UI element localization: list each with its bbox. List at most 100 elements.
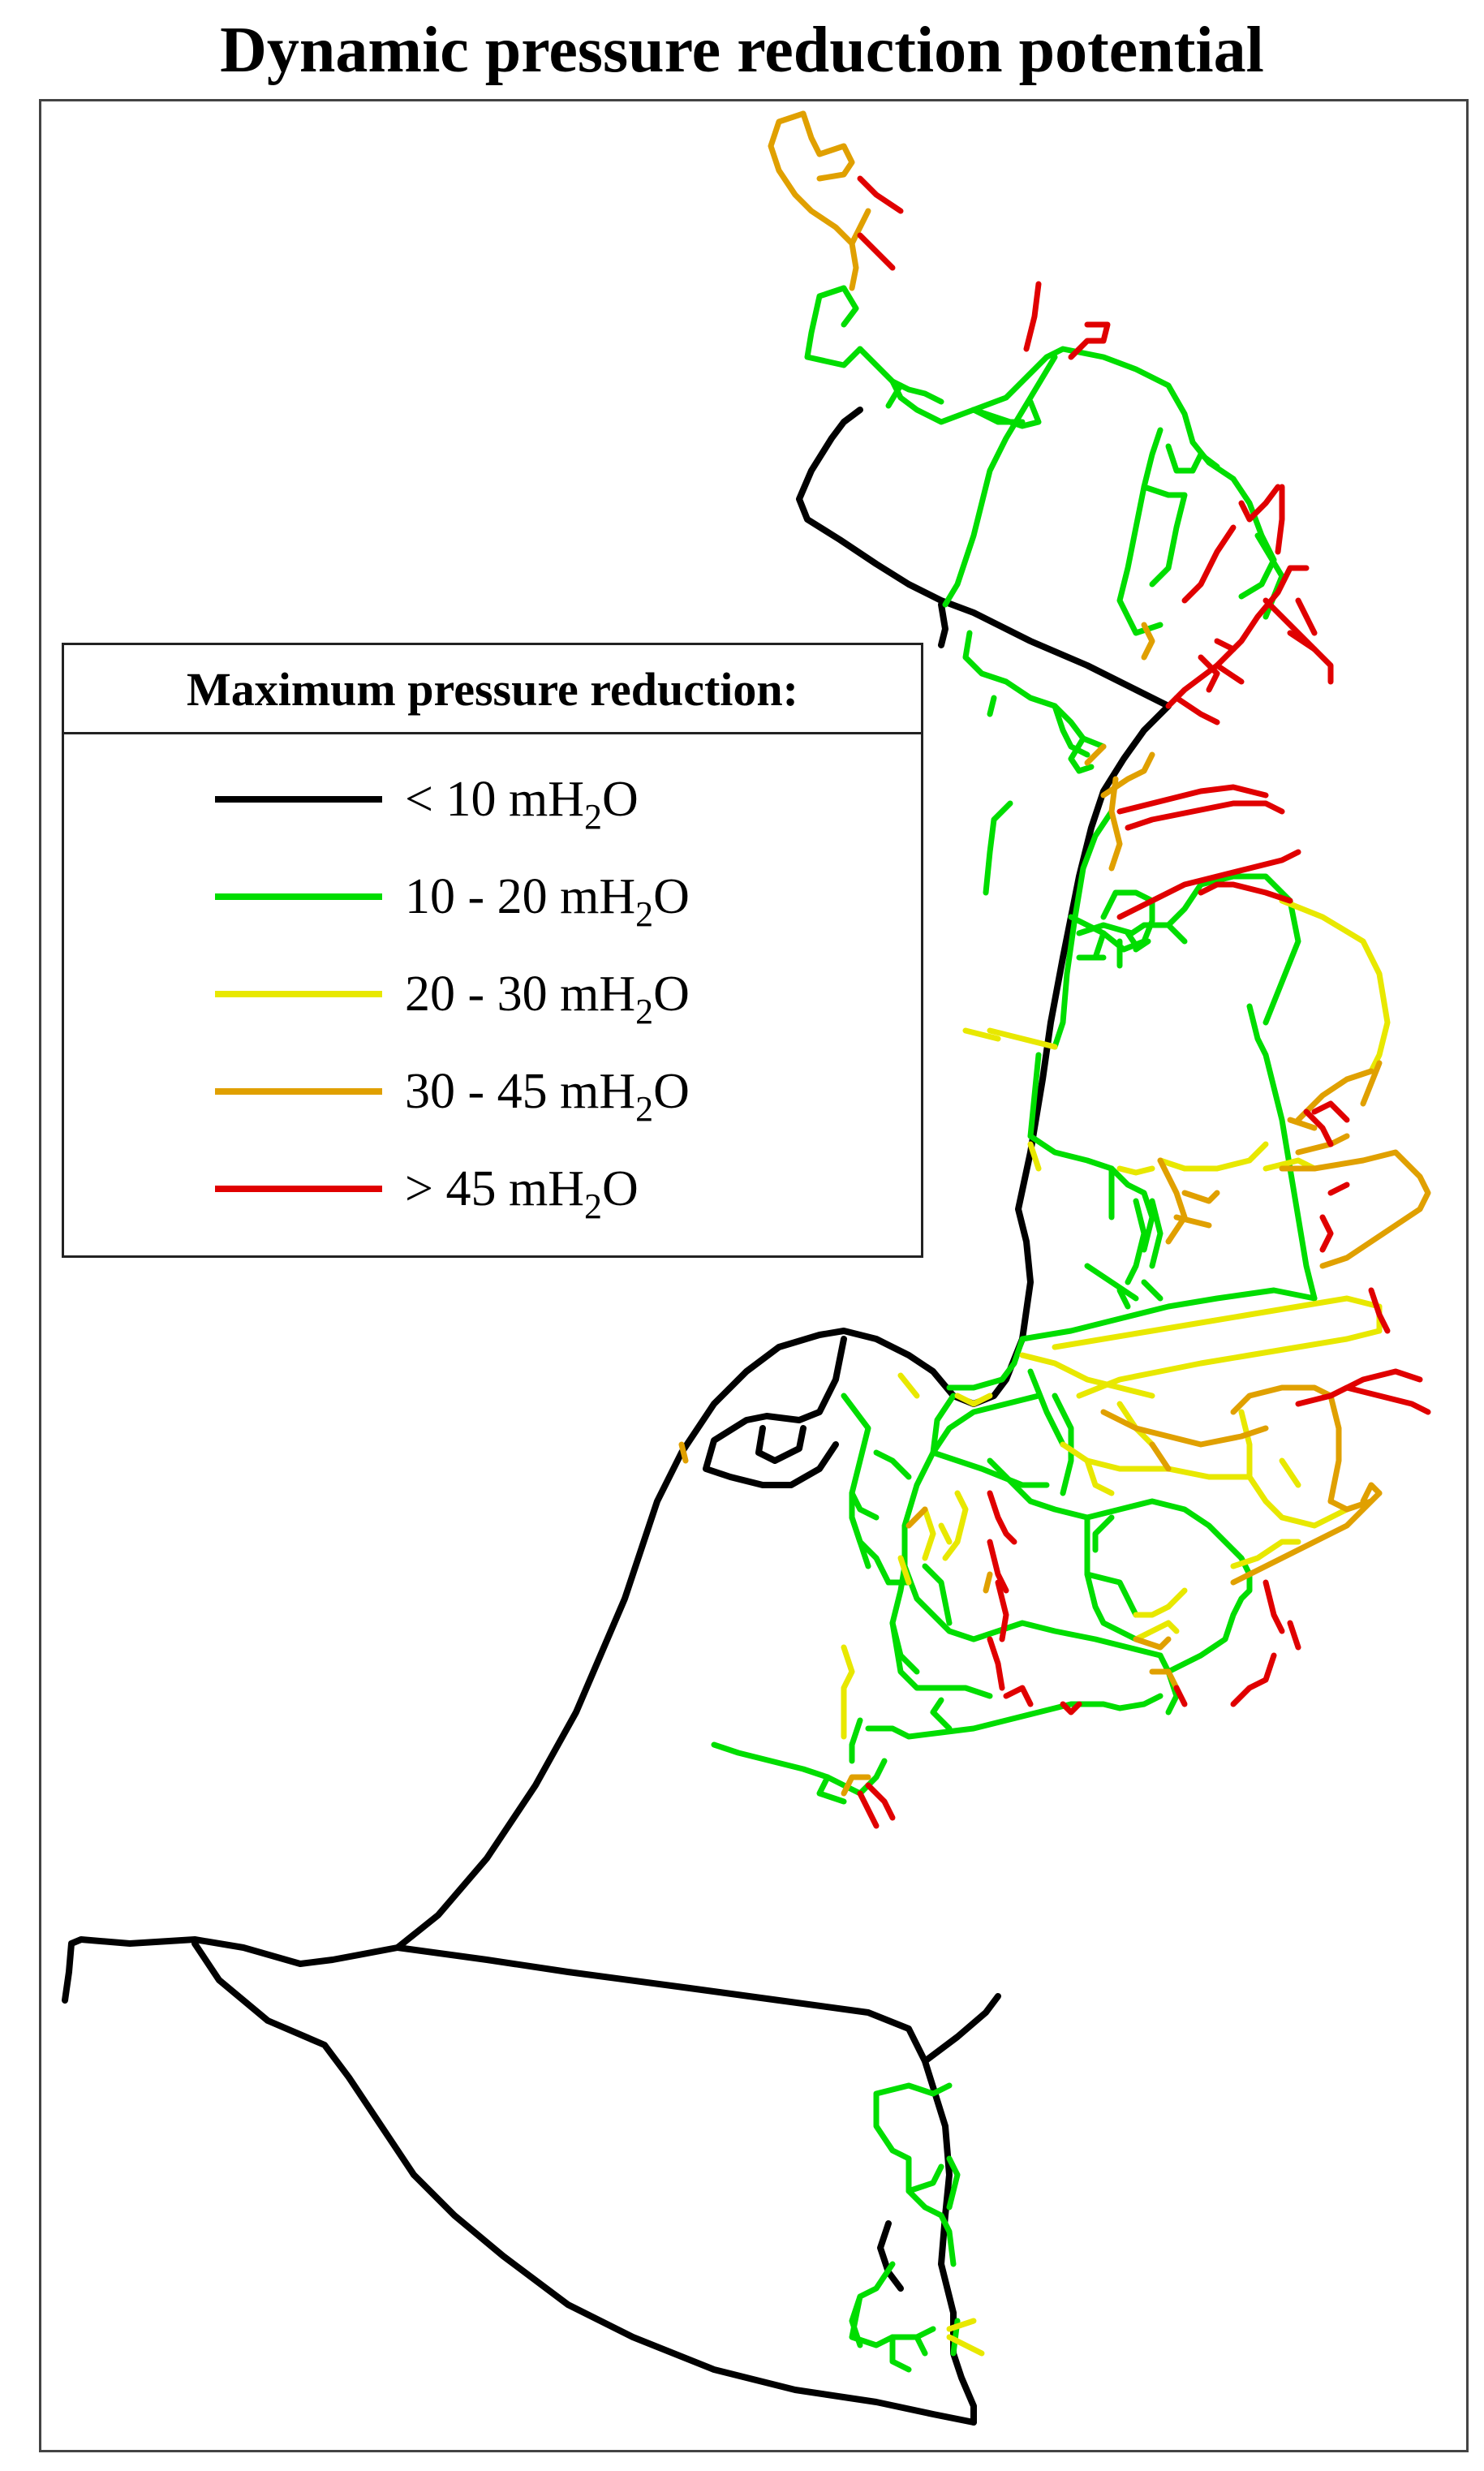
pipe-segment: [946, 2318, 977, 2332]
pipe-segment: [885, 382, 904, 409]
legend-label: < 10 mH2O: [405, 772, 639, 837]
pipe-segment: [1133, 1604, 1172, 1618]
pipe-segment: [841, 1774, 871, 1797]
pipe-segment: [1279, 1457, 1301, 1488]
pipe-segment: [1279, 1149, 1431, 1269]
pipe-segment: [995, 1579, 1009, 1642]
pipe-segment: [1027, 1052, 1155, 1253]
legend-label: 10 - 20 mH2O: [405, 869, 690, 934]
pipe-segment: [1027, 1141, 1042, 1172]
pipe-segment: [1319, 1214, 1334, 1253]
pipe-segment: [865, 1693, 1164, 1740]
pipe-segment: [1173, 1685, 1188, 1707]
pipe-segment: [905, 1506, 928, 1529]
pipe-segment: [1141, 1279, 1164, 1302]
pipes-gt45: [857, 175, 1431, 1829]
pipe-segment: [889, 1620, 993, 1699]
pipe-segment: [865, 1782, 896, 1821]
pipe-segment: [1116, 849, 1301, 920]
pipe-segment: [1116, 1165, 1155, 1176]
pipe-segment: [1198, 654, 1220, 693]
pipe-segment: [1068, 735, 1095, 774]
pipe-segment: [1198, 881, 1293, 904]
pipe-segment: [1214, 638, 1237, 652]
pipe-segment: [1295, 1068, 1374, 1123]
pipe-segment: [1116, 784, 1269, 815]
pipe-segment: [191, 1940, 977, 2426]
pipe-segment: [1238, 1409, 1350, 1529]
legend-item-10-20: 10 - 20 mH2O: [64, 852, 921, 941]
pipe-segment: [1015, 703, 1172, 1342]
pipe-segment: [394, 1328, 1026, 1951]
legend-item-lt10: < 10 mH2O: [64, 755, 921, 844]
pipe-segment: [857, 1790, 880, 1829]
legend-label: > 45 mH2O: [405, 1161, 639, 1226]
legend-item-20-30: 20 - 30 mH2O: [64, 949, 921, 1039]
pipe-segment: [1368, 1287, 1391, 1334]
pipe-segment: [1360, 1060, 1383, 1107]
pipe-segment: [394, 1944, 977, 2426]
pipe-segment: [1181, 524, 1237, 604]
pipe-segment: [804, 285, 863, 368]
legend-swatch: [215, 893, 382, 900]
pipe-segment: [1052, 703, 1090, 758]
pipe-segment: [1125, 800, 1285, 831]
pipe-segment: [1165, 565, 1310, 709]
pipe-segment: [768, 110, 859, 291]
pipe-segment: [849, 1514, 871, 1569]
pipe-segment: [1295, 1133, 1350, 1156]
pipe-segment: [1116, 1287, 1131, 1310]
pipe-segment: [983, 1571, 993, 1594]
pipes-10-20: [711, 285, 1318, 2373]
pipe-segment: [857, 232, 896, 271]
pipe-segment: [1173, 1214, 1212, 1229]
pipe-segment: [1157, 1141, 1269, 1172]
pipe-segment: [711, 1741, 888, 1797]
pipe-segment: [1076, 873, 1301, 1026]
legend-item-gt45: > 45 mH2O: [64, 1144, 921, 1233]
pipe-segment: [1295, 597, 1318, 636]
pipe-segment: [1149, 1668, 1180, 1691]
pipe-segment: [1019, 1352, 1155, 1399]
pipe-segment: [62, 1936, 401, 2004]
pipe-segment: [1141, 484, 1188, 588]
pipe-segment: [816, 1774, 847, 1805]
pipe-segment: [897, 1555, 912, 1586]
pipe-segment: [987, 1027, 1058, 1050]
map-title: Dynamic pressure reduction potential: [220, 15, 1264, 86]
pipe-segment: [1068, 321, 1111, 360]
pipe-segment: [849, 1490, 880, 1521]
pipe-segment: [1108, 776, 1123, 872]
legend-swatch: [215, 991, 382, 997]
pipe-segment: [970, 407, 1026, 425]
pipe-segment: [796, 407, 1172, 709]
pipe-segment: [1084, 1571, 1139, 1618]
pipe-segment: [1116, 427, 1164, 636]
pipe-segment: [703, 1336, 847, 1488]
pipe-segment: [1287, 1117, 1318, 1131]
pipe-segment: [983, 800, 1013, 896]
pipes-30-45: [678, 110, 1431, 1797]
pipe-segment: [1165, 1587, 1188, 1610]
legend: Maximum pressure reduction: < 10 mH2O 10…: [62, 643, 923, 1258]
pipe-segment: [1084, 1457, 1115, 1496]
pipe-segment: [1181, 1190, 1220, 1204]
pipe-segment: [1230, 1652, 1277, 1707]
pipe-segment: [922, 1563, 953, 1626]
pipe-segment: [1327, 1384, 1431, 1415]
pipe-segment: [1133, 938, 1151, 953]
pipe-segment: [1230, 1539, 1301, 1569]
pipe-segment: [1230, 1490, 1383, 1586]
pipe-segment: [841, 1393, 912, 1586]
pipe-segment: [1149, 1198, 1164, 1269]
pipe-segment: [857, 175, 904, 214]
pipe-segment: [1019, 1287, 1318, 1342]
pipe-segment: [678, 1441, 689, 1464]
pipe-segment: [901, 1393, 1164, 1659]
pipe-segment: [987, 1490, 1017, 1545]
pipe-segment: [987, 1539, 1009, 1594]
pipe-segment: [1303, 1109, 1334, 1147]
pipe-segment: [914, 2334, 928, 2357]
pipes-lt10: [62, 407, 1172, 2426]
pipe-segment: [1275, 484, 1285, 555]
